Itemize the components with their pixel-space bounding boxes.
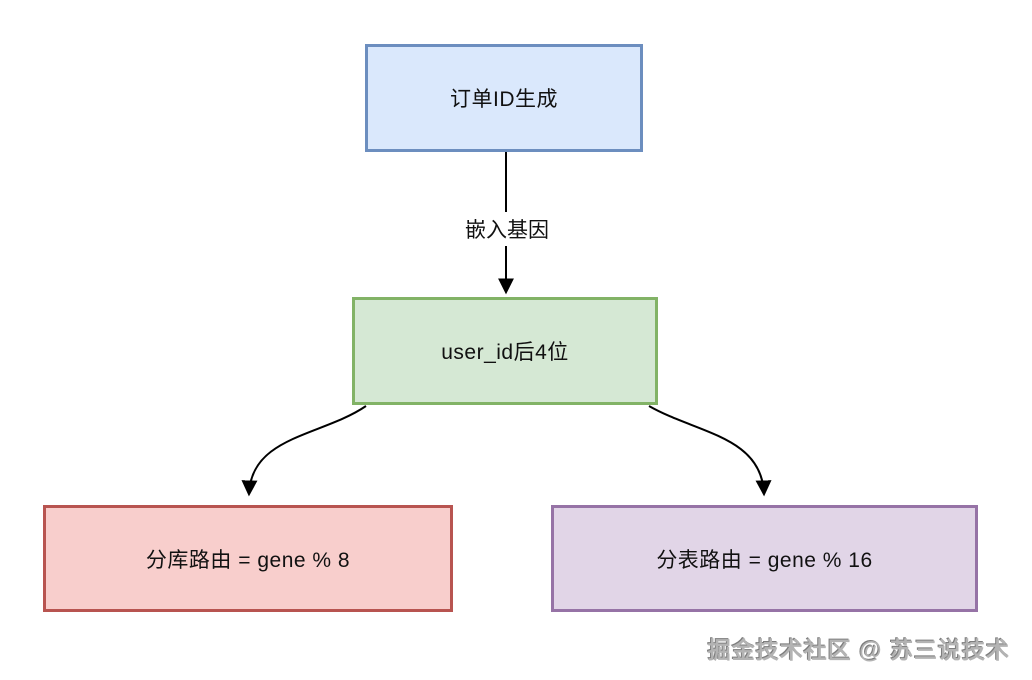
node-db-routing-label: 分库路由 = gene % 8 — [145, 548, 351, 572]
node-user-id-last4-label: user_id后4位 — [441, 341, 569, 364]
edge-to-db-routing-arrow — [241, 405, 367, 497]
edge-label-embed-gene: 嵌入基因 — [461, 212, 553, 246]
edge-to-table-routing-arrow — [648, 405, 772, 497]
watermark-text: 掘金技术社区 @ 苏三说技术 — [707, 637, 1010, 663]
node-db-routing: 分库路由 = gene % 8 — [43, 505, 453, 612]
node-order-id-generation: 订单ID生成 — [365, 44, 643, 152]
node-table-routing-label: 分表路由 = gene % 16 — [656, 548, 873, 572]
node-table-routing: 分表路由 = gene % 16 — [551, 505, 978, 612]
node-user-id-last4: user_id后4位 — [352, 297, 658, 405]
node-order-id-generation-label: 订单ID生成 — [450, 88, 558, 111]
